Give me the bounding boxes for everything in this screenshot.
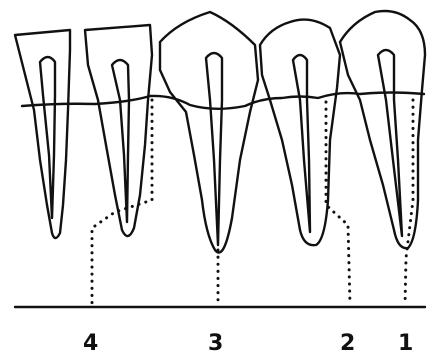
label-1: 1 xyxy=(398,331,413,356)
label-2: 2 xyxy=(340,331,355,356)
label-4: 4 xyxy=(83,331,98,356)
tooth-c xyxy=(160,12,258,253)
leader-line-2 xyxy=(326,102,350,305)
tooth-e-canal xyxy=(378,50,402,236)
tooth-a-outline xyxy=(15,30,70,238)
tooth-b xyxy=(85,25,152,236)
tooth-c-outline xyxy=(160,12,258,253)
tooth-a-canal xyxy=(40,57,55,218)
tooth-b-outline xyxy=(85,25,152,236)
leader-line-1 xyxy=(405,100,413,305)
tooth-d xyxy=(260,20,340,246)
label-3: 3 xyxy=(208,331,223,356)
tooth-d-outline xyxy=(260,20,340,246)
tooth-a xyxy=(15,30,70,238)
tooth-c-canal xyxy=(206,53,222,245)
